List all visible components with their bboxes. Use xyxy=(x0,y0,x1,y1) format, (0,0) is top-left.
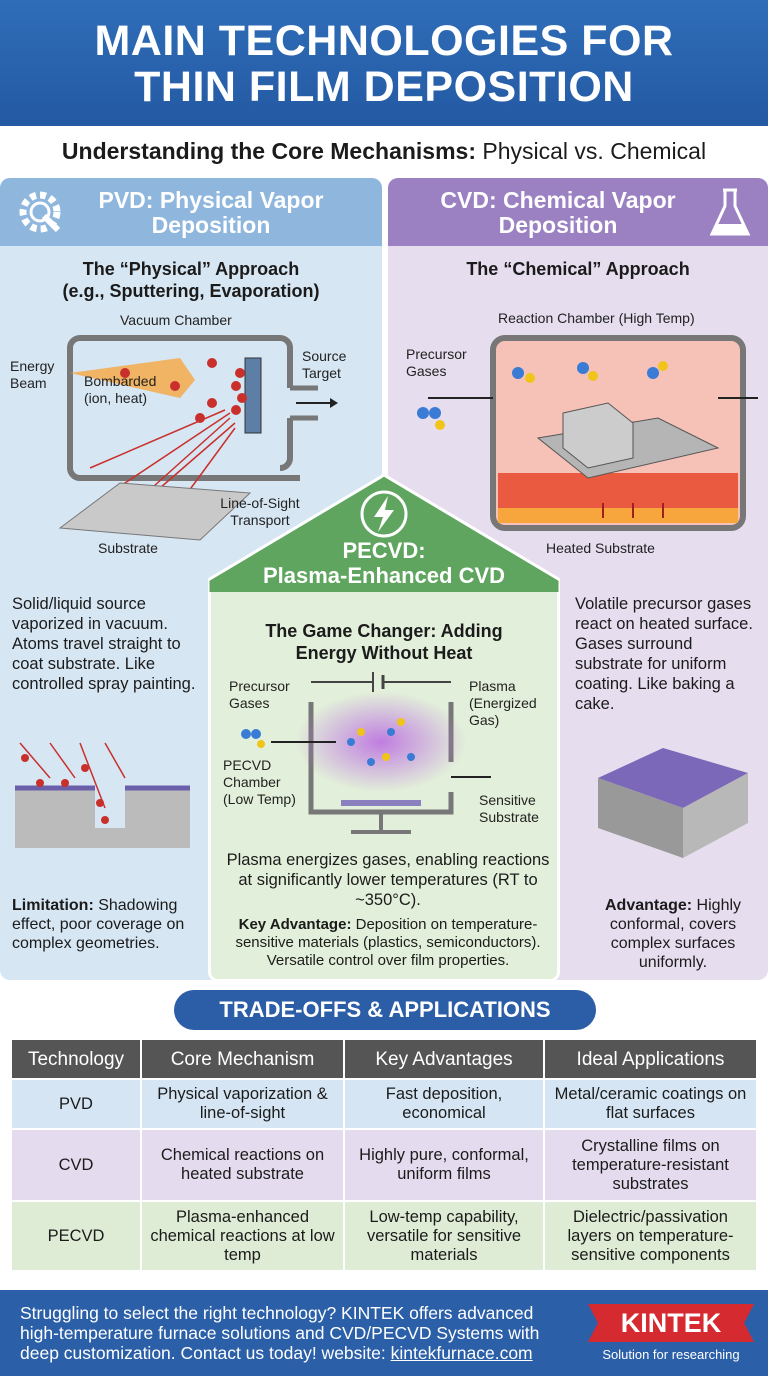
website-link[interactable]: kintekfurnace.com xyxy=(390,1343,533,1363)
cell: Physical vaporization & line-of-sight xyxy=(140,1078,345,1130)
cell: Dielectric/passivation layers on tempera… xyxy=(543,1200,758,1272)
label-bombarded: Bombarded (ion, heat) xyxy=(84,373,157,406)
key-advantage-text: Deposition on temperature-sensitive mate… xyxy=(235,916,541,969)
cvd-chamber-diagram xyxy=(417,335,758,531)
pecvd-subtitle: The Game Changer: Adding Energy Without … xyxy=(265,621,503,663)
cvd-title: CVD: Chemical Vapor xyxy=(440,187,676,213)
pecvd-chamber-diagram xyxy=(241,672,491,834)
pvd-approach: The “Physical” Approach(e.g., Sputtering… xyxy=(0,258,382,302)
limitation-text: Shadowing effect, poor coverage on compl… xyxy=(12,897,185,952)
cvd-description: Volatile precursor gases react on heated… xyxy=(575,595,753,713)
cvd-title-2: Deposition xyxy=(498,212,618,238)
lightning-icon xyxy=(360,490,408,538)
col-advantages: Key Advantages xyxy=(343,1038,545,1080)
title-line-1: MAIN TECHNOLOGIES FOR xyxy=(94,17,674,65)
label-heated-substrate: Heated Substrate xyxy=(546,540,655,556)
kintek-logo: KINTEK xyxy=(588,1304,754,1342)
gear-wrench-icon xyxy=(19,191,61,233)
pecvd-title: PECVD:Plasma-Enhanced CVD xyxy=(208,538,560,588)
pvd-approach-2: (e.g., Sputtering, Evaporation) xyxy=(62,281,320,301)
pvd-description: Solid/liquid source vaporized in vacuum.… xyxy=(12,595,196,693)
footer-message: Struggling to select the right technolog… xyxy=(20,1303,540,1363)
key-advantage-label: Key Advantage: xyxy=(238,916,352,933)
label-substrate: Substrate xyxy=(98,540,158,556)
label-transport: Line-of-Sight Transport xyxy=(220,495,300,528)
label-energy-beam: Energy Beam xyxy=(10,358,55,391)
flask-icon xyxy=(709,188,751,236)
cell: PVD xyxy=(10,1078,142,1130)
footer: Struggling to select the right technolog… xyxy=(0,1290,768,1376)
pecvd-advantage: Key Advantage: Deposition on temperature… xyxy=(223,916,553,970)
pvd-limitation: Limitation: Shadowing effect, poor cover… xyxy=(12,896,202,953)
label-pecvd-chamber: PECVD Chamber (Low Temp) xyxy=(223,757,296,807)
cell: Low-temp capability, versatile for sensi… xyxy=(343,1200,545,1272)
subtitle-bold: Understanding the Core Mechanisms: xyxy=(61,138,476,164)
conformal-diagram xyxy=(598,748,748,858)
cell: Crystalline films on temperature-resista… xyxy=(543,1128,758,1202)
subtitle-rest: Physical vs. Chemical xyxy=(476,138,707,164)
cell: Chemical reactions on heated substrate xyxy=(140,1128,345,1202)
label-sensitive-substrate: Sensitive Substrate xyxy=(479,792,539,825)
label-pecvd-gases: Precursor Gases xyxy=(229,678,290,711)
pvd-title: PVD: Physical Vapor xyxy=(98,187,324,213)
footer-text: Struggling to select the right technolog… xyxy=(20,1303,560,1363)
cell: PECVD xyxy=(10,1200,142,1272)
col-mechanism: Core Mechanism xyxy=(140,1038,345,1080)
col-applications: Ideal Applications xyxy=(543,1038,758,1080)
pvd-approach-1: The “Physical” Approach xyxy=(82,259,300,279)
limitation-label: Limitation: xyxy=(12,897,94,914)
label-precursor-gases: Precursor Gases xyxy=(406,346,467,379)
pecvd-description: Plasma energizes gases, enabling reactio… xyxy=(226,851,550,909)
advantage-label: Advantage: xyxy=(604,897,693,914)
col-technology: Technology xyxy=(10,1038,142,1080)
pvd-chamber-diagram xyxy=(58,335,338,541)
advantage-text: Highly conformal, covers complex surface… xyxy=(609,897,742,971)
cell: Plasma-enhanced chemical reactions at lo… xyxy=(140,1200,345,1272)
title-line-2: THIN FILM DEPOSITION xyxy=(134,63,634,111)
label-reaction-chamber: Reaction Chamber (High Temp) xyxy=(498,310,695,326)
shadowing-diagram xyxy=(15,742,190,848)
pecvd-body: The Game Changer: Adding Energy Without … xyxy=(208,592,560,982)
label-vacuum-chamber: Vacuum Chamber xyxy=(120,312,232,328)
cell: Highly pure, conformal, uniform films xyxy=(343,1128,545,1202)
cell: CVD xyxy=(10,1128,142,1202)
table-header-row: Technology Core Mechanism Key Advantages… xyxy=(10,1038,758,1080)
pvd-title-2: Deposition xyxy=(151,212,271,238)
tradeoffs-table: Technology Core Mechanism Key Advantages… xyxy=(10,1038,758,1272)
cell: Fast deposition, economical xyxy=(343,1078,545,1130)
pecvd-title-2: Plasma-Enhanced CVD xyxy=(262,563,506,588)
label-source-target: Source Target xyxy=(302,348,347,381)
pecvd-title-1: PECVD: xyxy=(342,538,426,563)
slogan: Solution for researching xyxy=(602,1347,740,1362)
cell: Metal/ceramic coatings on flat surfaces xyxy=(543,1078,758,1130)
tradeoffs-banner: TRADE-OFFS & APPLICATIONS xyxy=(174,990,596,1030)
label-plasma: Plasma (Energized Gas) xyxy=(469,678,537,728)
cvd-approach: The “Chemical” Approach xyxy=(466,259,690,279)
cvd-advantage: Advantage: Highly conformal, covers comp… xyxy=(588,896,758,972)
subtitle: Understanding the Core Mechanisms: Physi… xyxy=(0,138,768,165)
pecvd-panel: PECVD:Plasma-Enhanced CVD The Game Chang… xyxy=(208,470,560,982)
